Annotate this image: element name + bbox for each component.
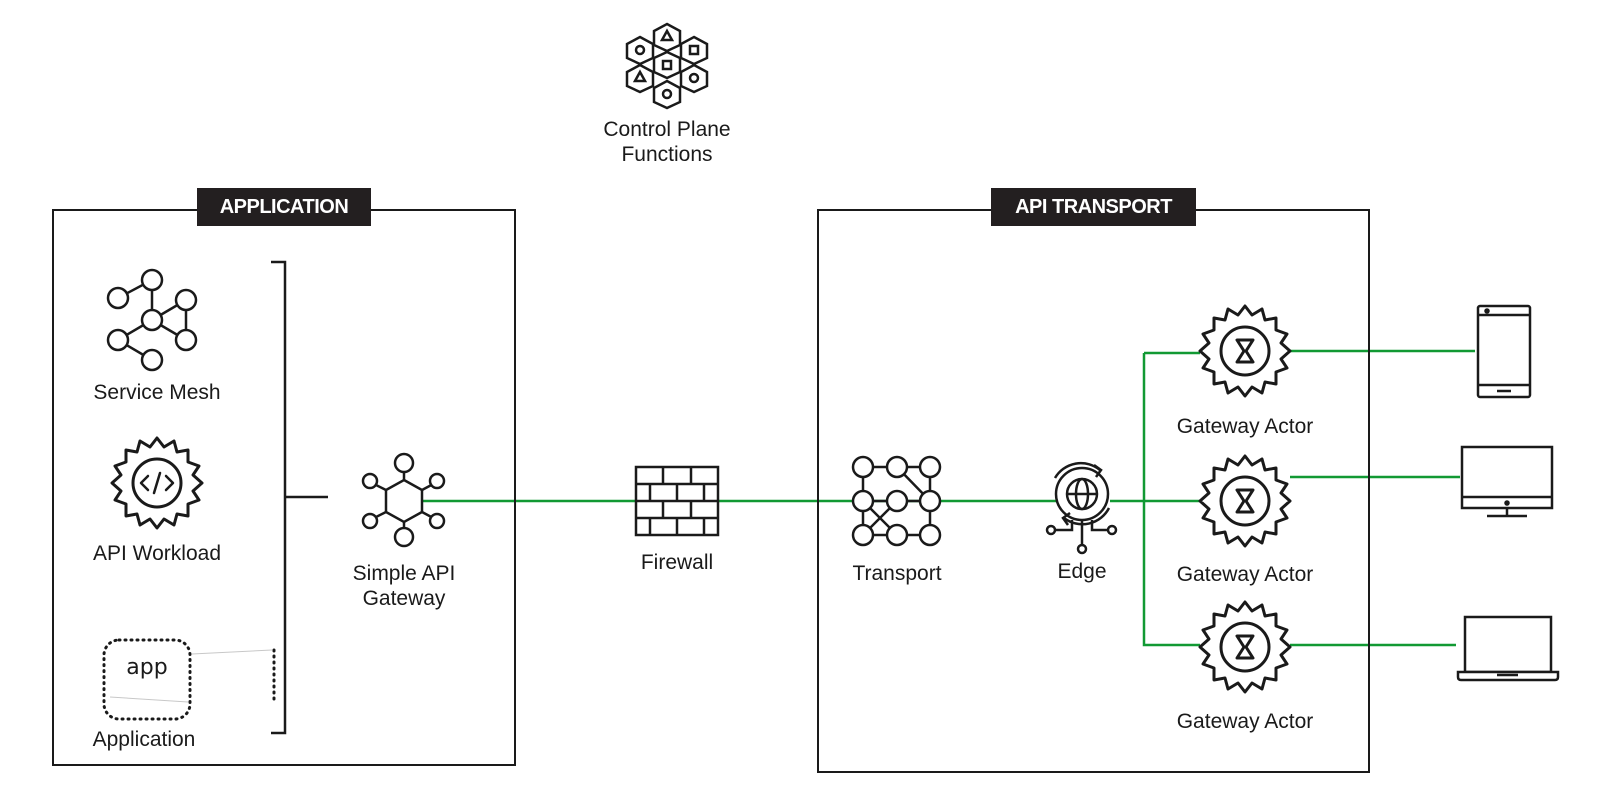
control-plane-line1: Control Plane [603,118,731,141]
desktop-monitor-icon [1460,445,1554,518]
gateway-line2: Gateway [362,587,446,610]
control-plane-line2: Functions [621,143,713,166]
group-bracket [271,260,328,735]
api-transport-tag: API TRANSPORT [991,188,1196,226]
brick-wall-icon [634,465,720,537]
code-gear-icon [110,436,204,530]
hourglass-gear-icon [1200,306,1290,396]
gateway-actor-label: Gateway Actor [1176,415,1314,438]
laptop-icon [1456,615,1560,682]
application-tag: APPLICATION [197,188,371,226]
api-workload-label: API Workload [93,542,221,565]
gateway-label: Simple API Gateway [304,561,504,611]
globe-edge-icon [1045,461,1118,555]
control-plane-label: Control Plane Functions [567,117,767,167]
edge-label: Edge [1057,560,1107,583]
hourglass-gear-icon [1200,456,1290,546]
hourglass-gear-icon [1200,602,1290,692]
edge-branch-line [1142,353,1200,647]
gateway-line1: Simple API [352,562,456,585]
gateway-actor-label: Gateway Actor [1176,563,1314,586]
service-mesh-label: Service Mesh [93,381,221,404]
transport-label: Transport [852,562,942,585]
application-label: Application [92,728,196,751]
hexagon-network-icon [361,452,446,548]
connection-lines [423,349,1475,647]
service-mesh-icon [106,268,198,372]
app-icon [102,638,276,721]
transport-network-icon [851,455,942,547]
app-icon-text: app [126,655,168,680]
firewall-label: Firewall [640,551,714,574]
gateway-actor-label: Gateway Actor [1176,710,1314,733]
mobile-phone-icon [1476,304,1532,399]
hexagon-cluster-icon [625,22,709,110]
